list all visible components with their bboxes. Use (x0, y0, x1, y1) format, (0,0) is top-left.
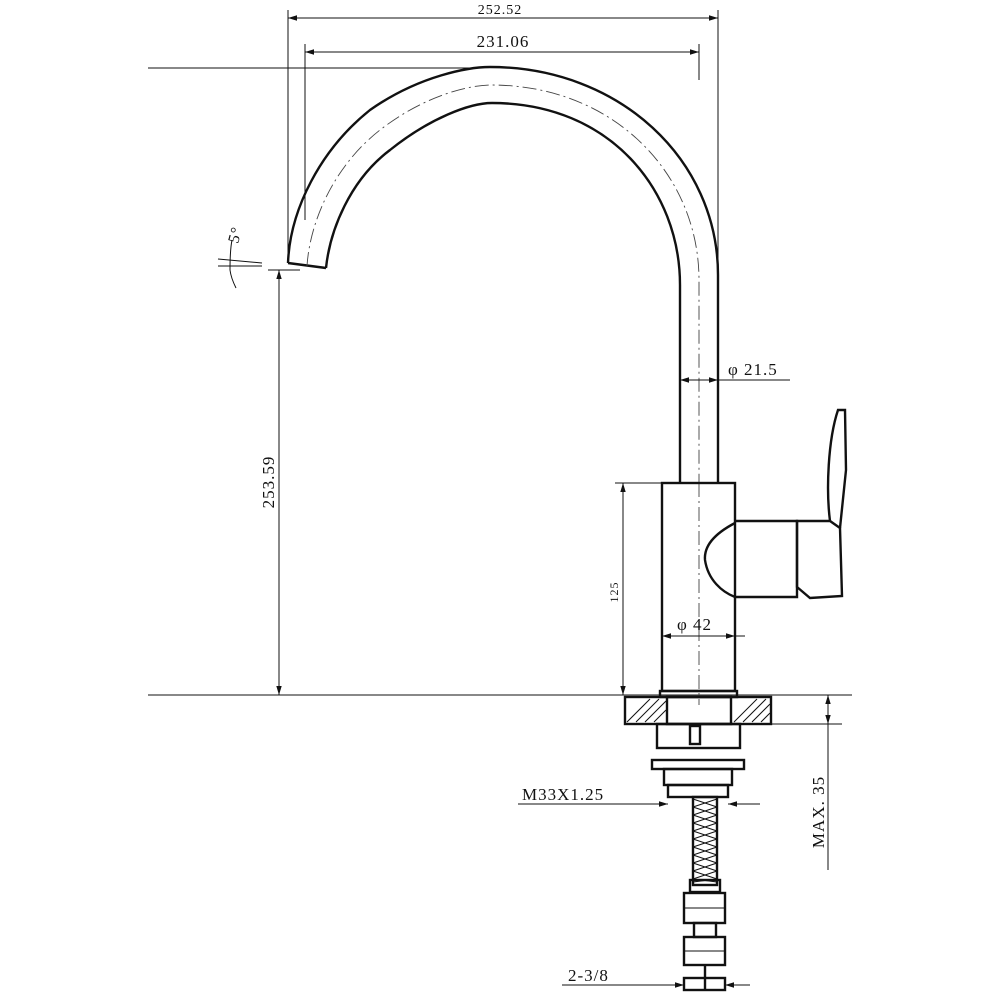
thread-label: M33X1.25 (522, 785, 604, 804)
max-deck-thickness-dimension: MAX. 35 (771, 695, 842, 870)
faucet-body (660, 481, 737, 693)
spout-reach-label: 231.06 (477, 32, 530, 51)
overall-reach-dimension: 252.52 (287, 3, 719, 275)
overall-reach-label: 252.52 (478, 3, 523, 18)
max-deck-thickness-label: MAX. 35 (809, 776, 828, 848)
spout-diameter-dimension: φ 21.5 (680, 360, 790, 383)
spout (286, 65, 720, 705)
spout-reach-dimension: 231.06 (304, 32, 700, 220)
hose-connection-label: 2-3/8 (568, 966, 609, 985)
body-diameter-label: φ 42 (677, 615, 712, 634)
spout-diameter-label: φ 21.5 (728, 360, 778, 379)
spout-height-label: 253.59 (259, 456, 278, 509)
body-height-dimension: 125 (607, 482, 662, 695)
mounting-hardware (623, 689, 773, 799)
body-height-label: 125 (607, 582, 621, 603)
spout-angle-dimension: 5° (217, 225, 263, 289)
thread-dimension: M33X1.25 (518, 785, 760, 807)
spout-height-dimension: 253.59 (259, 269, 300, 695)
spout-angle-label: 5° (225, 225, 246, 245)
braided-hose (682, 795, 727, 992)
hose-connection-dimension: 2-3/8 (562, 966, 750, 988)
handle (703, 408, 848, 600)
body-diameter-dimension: φ 42 (662, 615, 745, 639)
